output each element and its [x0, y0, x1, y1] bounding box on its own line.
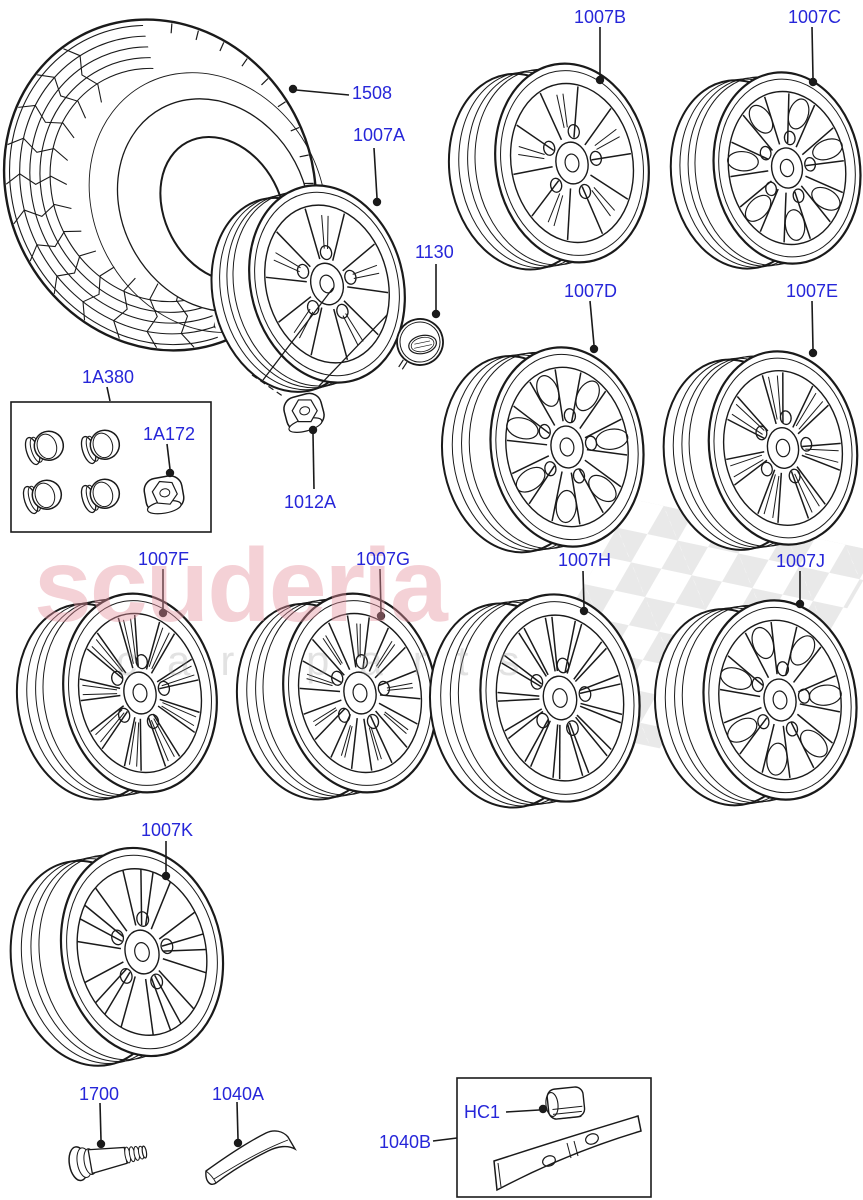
part-label-1007b: 1007B — [574, 7, 627, 27]
lug-nut-drawing — [80, 429, 121, 465]
hex-nut-drawing — [283, 392, 325, 433]
part-label-1007j: 1007J — [776, 551, 826, 571]
wheel-drawing-1007K — [9, 846, 225, 1067]
part-label-1012a: 1012A — [284, 492, 337, 512]
valve-drawing — [68, 1145, 148, 1182]
part-label-1040a: 1040A — [212, 1084, 265, 1104]
leader-line — [312, 433, 315, 490]
leader-dot — [308, 425, 318, 435]
part-label-1007c: 1007C — [788, 7, 842, 27]
kit-box-1a380 — [10, 401, 212, 533]
leader-dot — [165, 468, 175, 478]
leader-dot — [595, 75, 605, 85]
leader-dot — [288, 84, 298, 94]
wheel-drawing-1007C — [669, 71, 862, 270]
lug-nut-drawing — [80, 478, 121, 514]
part-label-1007a: 1007A — [353, 125, 406, 145]
part-label-1700: 1700 — [79, 1084, 120, 1104]
tyre-drawing — [2, 18, 328, 352]
part-label-1007g: 1007G — [356, 549, 411, 569]
leader-dot — [96, 1139, 106, 1149]
leader-line — [589, 300, 595, 346]
wheel-drawing-1007A — [210, 184, 406, 393]
part-label-1007f: 1007F — [138, 549, 190, 569]
leader-line — [295, 89, 350, 96]
part-label-1a380: 1A380 — [82, 367, 135, 387]
part-label-1130: 1130 — [415, 242, 454, 262]
leader-line — [582, 570, 585, 608]
weight-clip-drawing — [545, 1086, 586, 1120]
leader-dot — [161, 871, 171, 881]
leader-line — [106, 386, 111, 402]
part-label-1007e: 1007E — [786, 281, 839, 301]
wheel-drawing-1007B — [447, 62, 650, 271]
part-label-1007h: 1007H — [558, 550, 612, 570]
lug-nut-drawing — [24, 430, 65, 466]
leader-line — [99, 1102, 102, 1141]
wheel-drawing-1007F — [15, 592, 218, 801]
part-label-1a172: 1A172 — [143, 424, 196, 444]
clip-weight-bar-drawing — [493, 1115, 642, 1192]
part-label-1508: 1508 — [352, 83, 393, 103]
leader-dot — [158, 608, 168, 618]
hex-nut-drawing — [143, 475, 185, 515]
leader-line — [811, 300, 814, 350]
leader-dot — [808, 77, 818, 87]
wheel-drawing-1007G — [235, 592, 438, 801]
watermark-subword: car parts — [116, 637, 550, 684]
watermark-word: scuderia — [34, 528, 448, 644]
leader-dot — [795, 599, 805, 609]
lug-nut-drawing — [22, 479, 63, 515]
leader-dot — [589, 344, 599, 354]
centre-cap-drawing — [396, 318, 444, 370]
leader-line — [166, 443, 171, 470]
leader-dot — [233, 1138, 243, 1148]
leader-line — [373, 147, 378, 199]
stud-axis-line — [318, 314, 388, 387]
leader-dot — [431, 309, 441, 319]
assembly-dashed-line — [251, 374, 285, 398]
leader-line — [379, 568, 382, 613]
stud-axis-line — [262, 287, 334, 381]
leader-line — [505, 1109, 540, 1113]
wheel-drawing-1007J — [653, 599, 858, 807]
leader-dot — [808, 348, 818, 358]
adhesive-weight-drawing — [205, 1130, 297, 1185]
wheel-drawing-1007D — [440, 346, 645, 554]
leader-dot — [376, 611, 386, 621]
leader-line — [811, 26, 814, 79]
part-label-1007d: 1007D — [564, 281, 618, 301]
leader-dot — [579, 606, 589, 616]
wheel-drawing-1007H — [428, 593, 641, 809]
leader-line — [432, 1137, 458, 1142]
kit-box-1040b — [456, 1077, 652, 1198]
leader-dot — [538, 1104, 548, 1114]
part-label-hc1: HC1 — [464, 1102, 501, 1122]
leader-line — [236, 1101, 239, 1140]
leader-dot — [372, 197, 382, 207]
part-label-1007k: 1007K — [141, 820, 194, 840]
part-label-1040b: 1040B — [379, 1132, 432, 1152]
wheel-drawing-1007E — [662, 350, 859, 551]
